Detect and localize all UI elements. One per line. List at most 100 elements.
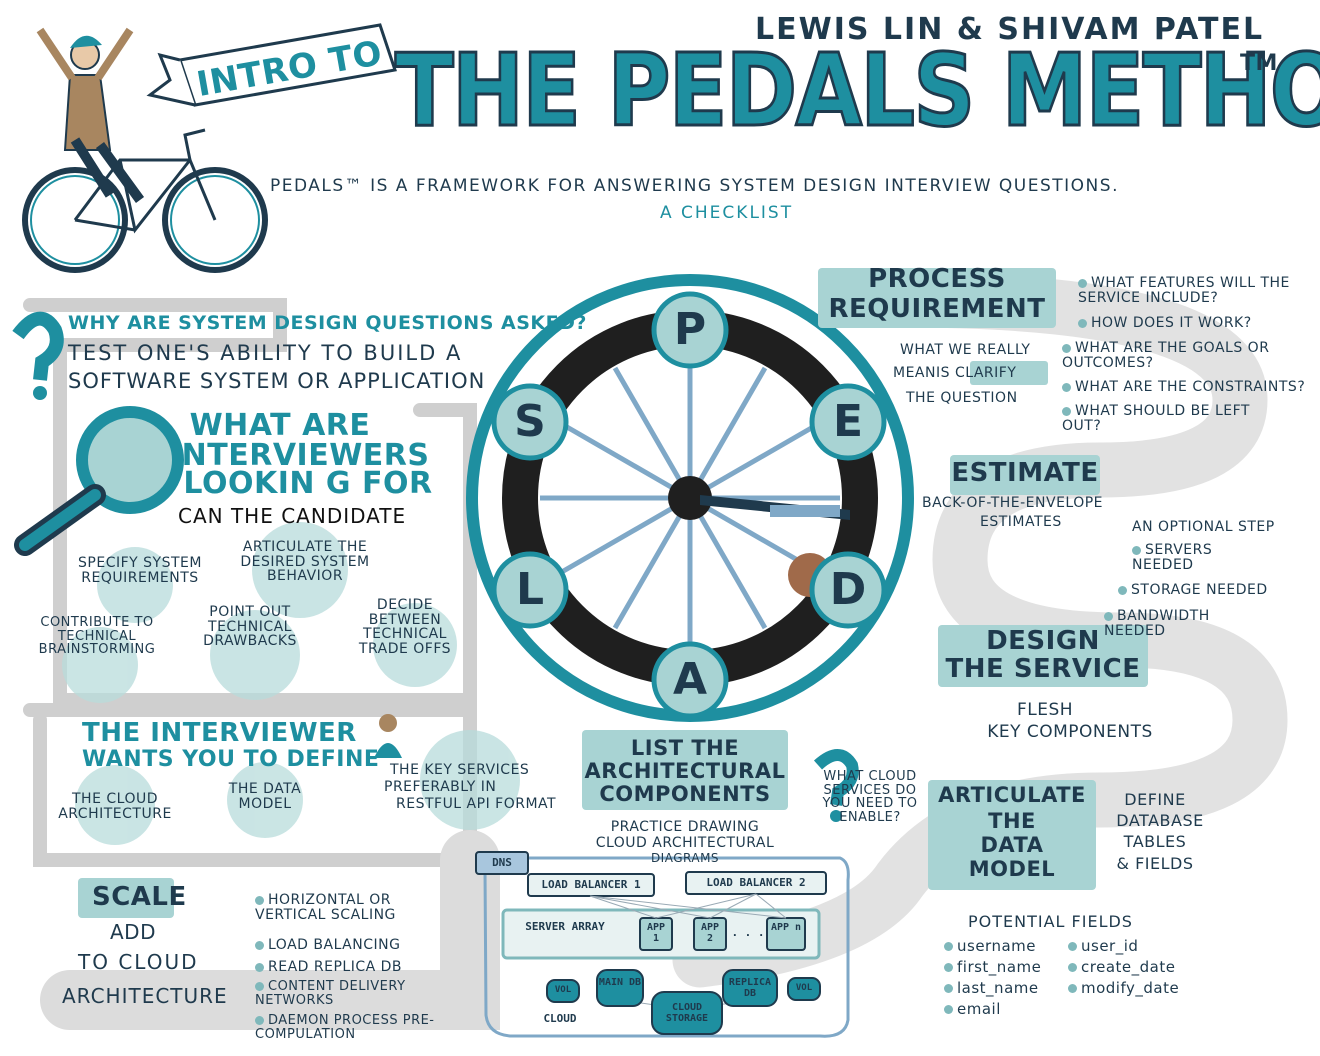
- intro-banner: [146, 23, 397, 107]
- data-model-title-2: THE: [988, 809, 1036, 833]
- cloud-label: CLOUD: [543, 1012, 577, 1025]
- trademark: TM: [1240, 51, 1278, 76]
- key-services-3: RESTFUL API FORMAT: [396, 796, 557, 812]
- criterion-tradeoffs: DECIDE BETWEEN TECHNICAL TRADE OFFS: [358, 597, 452, 658]
- page-title: THE PEDALS METHOD: [394, 32, 1320, 149]
- process-question-2: HOW DOES IT WORK?: [1078, 316, 1252, 331]
- scale-item-4: CONTENT DELIVERY NETWORKS: [255, 980, 445, 1007]
- define-heading-1: THE INTERVIEWER: [82, 718, 357, 748]
- data-model-title-1: ARTICULATE: [938, 783, 1086, 807]
- estimate-desc-2: ESTIMATES: [980, 514, 1062, 530]
- estimate-optional: AN OPTIONAL STEP: [1132, 519, 1275, 535]
- looking-sub: CAN THE CANDIDATE: [178, 504, 407, 528]
- why-question: WHY ARE SYSTEM DESIGN QUESTIONS ASKED?: [68, 312, 587, 334]
- process-title-2: REQUIREMENT: [828, 294, 1046, 324]
- wheel-letter-a: A: [672, 654, 708, 705]
- app-1: APP 1: [646, 922, 666, 944]
- checklist-label: A CHECKLIST: [660, 203, 794, 223]
- scale-desc-1: ADD: [110, 920, 156, 944]
- design-desc-1: FLESH: [1016, 700, 1074, 720]
- process-question-3: WHAT ARE THE GOALS OR OUTCOMES?: [1062, 341, 1302, 371]
- field-first-name: first_name: [944, 959, 1041, 976]
- wheel-letter-d: D: [829, 564, 867, 615]
- looking-heading-2: INTERVIEWERS: [170, 438, 430, 473]
- data-model-title-4: MODEL: [968, 857, 1056, 881]
- estimate-item-storage: STORAGE NEEDED: [1118, 583, 1268, 598]
- criterion-drawbacks: POINT OUT TECHNICAL DRAWBACKS: [203, 604, 297, 650]
- app-dots: . . .: [731, 926, 765, 939]
- looking-heading-3: LOOKIN G FOR: [183, 466, 433, 501]
- design-title-2: THE SERVICE: [945, 654, 1141, 684]
- process-question-1: WHAT FEATURES WILL THE SERVICE INCLUDE?: [1078, 276, 1308, 306]
- scale-item-2: LOAD BALANCING: [255, 938, 400, 953]
- vol-right: VOL: [795, 983, 813, 993]
- key-services-2: PREFERABLY IN: [384, 779, 497, 795]
- wheel-letter-l: L: [515, 564, 545, 615]
- scale-item-1: HORIZONTAL OR VERTICAL SCALING: [255, 893, 455, 923]
- criteria-bubbles: [62, 522, 520, 845]
- define-db-2: DATABASE: [1116, 811, 1204, 830]
- define-data-model: THE DATA MODEL: [228, 781, 302, 812]
- field-modify-date: modify_date: [1068, 980, 1179, 997]
- define-cloud-architecture: THE CLOUD ARCHITECTURE: [58, 791, 172, 822]
- process-meaning-1: WHAT WE REALLY: [900, 342, 1031, 358]
- scale-title: SCALE: [92, 882, 187, 912]
- why-answer-1: TEST ONE'S ABILITY TO BUILD A: [68, 341, 463, 365]
- scale-desc-2: TO CLOUD: [78, 950, 199, 974]
- practice-3: DIAGRAMS: [650, 851, 720, 865]
- estimate-title: ESTIMATE: [951, 458, 1099, 488]
- wheel-letter-p: P: [673, 304, 707, 355]
- scale-desc-3: ARCHITECTURE: [62, 984, 228, 1008]
- vol-left: VOL: [554, 985, 572, 995]
- define-heading-2: WANTS YOU TO DEFINE: [82, 747, 380, 772]
- app-n: APP n: [770, 922, 802, 933]
- pedals-wheel: [466, 274, 914, 722]
- design-title-1: DESIGN: [986, 626, 1100, 656]
- data-model-title-3: DATA: [980, 833, 1044, 857]
- field-username: username: [944, 938, 1036, 955]
- cloud-storage: CLOUD STORAGE: [665, 1002, 709, 1024]
- scale-item-5: DAEMON PROCESS PRE-COMPULATION: [255, 1014, 455, 1041]
- process-question-4: WHAT ARE THE CONSTRAINTS?: [1062, 380, 1305, 395]
- main-db: MAIN DB: [598, 977, 642, 988]
- cloud-question-icon: [813, 749, 859, 822]
- field-create-date: create_date: [1068, 959, 1175, 976]
- estimate-desc-1: BACK-OF-THE-ENVELOPE: [922, 495, 1104, 511]
- list-title-3: COMPONENTS: [599, 782, 771, 806]
- dns-box: DNS: [492, 856, 512, 869]
- define-db-3: TABLES: [1123, 832, 1187, 851]
- process-meaning-2: MEANIS CLARIFY: [893, 365, 1017, 381]
- field-last-name: last_name: [944, 980, 1039, 997]
- app-2: APP 2: [700, 922, 720, 944]
- criterion-contribute: CONTRIBUTE TO TECHNICAL BRAINSTORMING: [38, 615, 156, 658]
- process-meaning-3: THE QUESTION: [906, 390, 1018, 406]
- looking-heading-1: WHAT ARE: [189, 408, 371, 443]
- cloud-services-question: WHAT CLOUD SERVICES DO YOU NEED TO ENABL…: [822, 769, 918, 825]
- process-question-5: WHAT SHOULD BE LEFT OUT?: [1062, 404, 1252, 434]
- bicycle-illustration: [22, 128, 268, 273]
- estimate-item-bandwidth: BANDWIDTH NEEDED: [1104, 609, 1244, 639]
- load-balancer-1: LOAD BALANCER 1: [541, 878, 641, 891]
- key-services-1: THE KEY SERVICES: [390, 762, 530, 778]
- cloud-architecture-diagram: [475, 851, 850, 1038]
- wheel-letter-e: E: [832, 396, 864, 447]
- question-mark-icon: [12, 311, 64, 400]
- load-balancer-2: LOAD BALANCER 2: [706, 876, 806, 889]
- define-db-4: & FIELDS: [1116, 854, 1194, 873]
- wheel-letter-s: S: [514, 396, 546, 447]
- person-icon: [374, 714, 402, 758]
- why-answer-2: SOFTWARE SYSTEM OR APPLICATION: [68, 369, 486, 393]
- practice-1: PRACTICE DRAWING: [610, 819, 760, 835]
- process-title-1: PROCESS: [868, 264, 1006, 294]
- cyclist-illustration: [36, 27, 145, 203]
- authors: LEWIS LIN & SHIVAM PATEL: [755, 12, 1265, 47]
- practice-2: CLOUD ARCHITECTURAL: [595, 835, 775, 851]
- design-desc-2: KEY COMPONENTS: [987, 722, 1153, 742]
- field-email: email: [944, 1001, 1001, 1018]
- scale-item-3: READ REPLICA DB: [255, 960, 402, 975]
- criterion-articulate: ARTICULATE THE DESIRED SYSTEM BEHAVIOR: [240, 539, 370, 585]
- replica-db: REPLICA DB: [728, 977, 772, 999]
- label-backgrounds: [78, 268, 1148, 918]
- magnifying-glass-icon: [14, 406, 184, 556]
